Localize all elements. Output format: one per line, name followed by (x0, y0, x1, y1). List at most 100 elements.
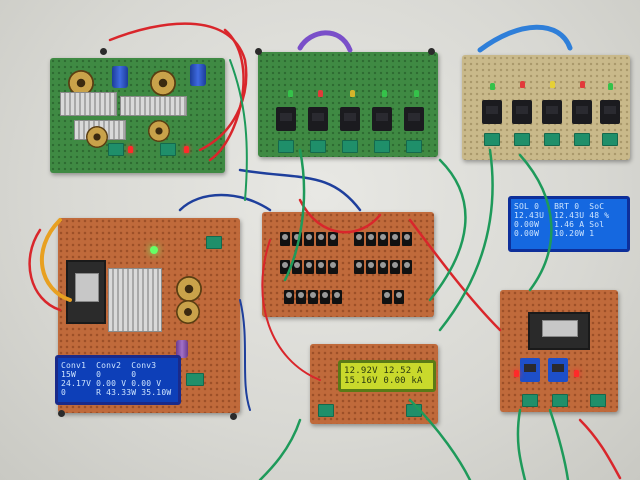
heatsink (120, 96, 187, 116)
red-wire (261, 239, 321, 381)
lcd-display-main: Conv1 Conv2 Conv3 15W 0 0 24.17V 0.00 V … (55, 355, 181, 405)
lcd-line: 15W 0 0 (61, 370, 137, 379)
screw-terminal (390, 260, 400, 274)
screw-terminal (308, 290, 318, 304)
wall-screw (255, 48, 262, 55)
screw-terminal (382, 290, 392, 304)
screw-terminal (366, 232, 376, 246)
screw-terminal (292, 232, 302, 246)
terminal-block (406, 140, 422, 153)
led-green (382, 90, 387, 97)
led-red (520, 81, 525, 88)
esp8266-module (528, 312, 590, 350)
terminal-block (590, 394, 606, 407)
green-wire (283, 148, 306, 282)
inductor (68, 70, 94, 96)
inductor (150, 70, 176, 96)
lcd-line: 0.00W 1.46 A Sol (514, 220, 605, 229)
led-red (574, 370, 579, 377)
red-wire (408, 218, 502, 332)
buck-converter-board (50, 58, 225, 173)
lcd-line: SOL 0 BRT 0 SoC (514, 202, 605, 211)
lcd-display-bottom: 12.92V 12.52 A 15.16V 0.00 kA (338, 360, 436, 392)
terminal-block (602, 133, 618, 146)
wall-screw (58, 410, 65, 417)
green-wire (438, 148, 494, 332)
terminal-block (278, 140, 294, 153)
relay (276, 107, 296, 131)
screw-terminal (320, 290, 330, 304)
terminal-block (574, 133, 590, 146)
wall-screw (230, 413, 237, 420)
screw-terminal (328, 232, 338, 246)
screw-terminal (394, 290, 404, 304)
status-led-red (184, 146, 189, 153)
heatsink (60, 92, 117, 116)
green-wire (428, 158, 467, 302)
green-wire (229, 59, 248, 201)
screw-terminal (354, 232, 364, 246)
ribbon-cable (297, 30, 353, 53)
screw-terminal (390, 232, 400, 246)
terminal-block (484, 133, 500, 146)
green-wire (408, 398, 472, 480)
inductor (176, 276, 202, 302)
screw-terminal (316, 260, 326, 274)
relay (600, 100, 620, 124)
blue-wire (238, 168, 362, 212)
terminal-block (374, 140, 390, 153)
relay (340, 107, 360, 131)
led-yellow (550, 81, 555, 88)
capacitor (176, 340, 188, 358)
terminal-block (342, 140, 358, 153)
esp32-module (66, 260, 106, 324)
esp-relay-board (500, 290, 618, 412)
ribbon-cable (477, 24, 573, 53)
led-green (414, 90, 419, 97)
relay-board-right (462, 55, 630, 160)
lcd-line: 0.00W 10.20W 1 (514, 229, 595, 238)
screw-terminal (296, 290, 306, 304)
screw-terminal (284, 290, 294, 304)
red-wire (298, 198, 382, 234)
screw-terminal (332, 290, 342, 304)
green-wire (548, 408, 570, 480)
led-green (288, 90, 293, 97)
led-green (490, 83, 495, 90)
inductor (86, 126, 108, 148)
led-red (350, 90, 355, 97)
terminal-block (160, 143, 176, 156)
screw-terminal (366, 260, 376, 274)
terminal-block (522, 394, 538, 407)
wall-screw (100, 48, 107, 55)
lcd-line: Conv1 Conv2 Conv3 (61, 361, 157, 370)
screw-terminal (402, 260, 412, 274)
led-green (608, 83, 613, 90)
terminal-block (318, 404, 334, 417)
wall-screw (428, 48, 435, 55)
screw-terminal (304, 232, 314, 246)
terminal-block (552, 394, 568, 407)
relay (548, 358, 568, 382)
lcd-line: 12.43U 12.43U 48 % (514, 211, 610, 220)
screw-terminal (328, 260, 338, 274)
lcd-line: 24.17V 0.00 V 0.00 V (61, 379, 162, 388)
led-red (318, 90, 323, 97)
status-led-red (128, 146, 133, 153)
ribbon-cable (40, 218, 72, 302)
screw-terminal (304, 260, 314, 274)
relay (482, 100, 502, 124)
relay (572, 100, 592, 124)
screw-terminal (402, 232, 412, 246)
lcd-line: 12.92V 12.52 A (344, 366, 423, 376)
relay (404, 107, 424, 131)
relay (372, 107, 392, 131)
inductor (148, 120, 170, 142)
screw-terminal (316, 232, 326, 246)
terminal-block (206, 236, 222, 249)
red-wire (578, 418, 622, 480)
inductor (176, 300, 200, 324)
green-wire (516, 408, 527, 480)
red-wire (108, 22, 248, 152)
